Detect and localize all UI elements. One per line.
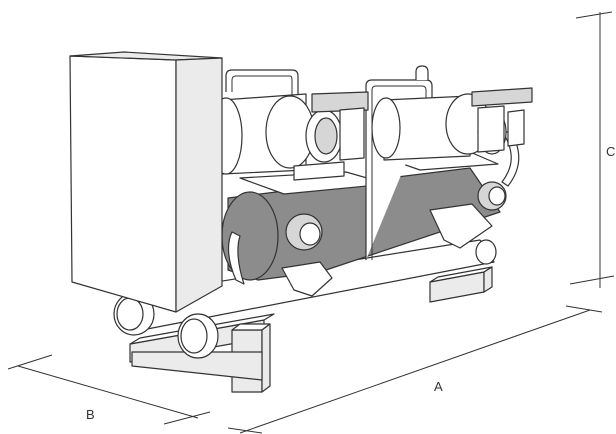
right-compressor [371,87,533,161]
central-shell [221,167,507,297]
dimension-a: A [227,305,603,434]
dimension-b-label: B [86,407,95,422]
dimension-a-line [239,309,591,434]
dimension-a-tick-right [565,305,603,313]
left-compressor [209,91,369,181]
dimension-c-tick-top [575,11,613,19]
control-cabinet [69,51,223,313]
dimension-c-label: C [606,144,615,159]
dimension-b-tick-right [163,411,211,425]
dimension-c-tick-bottom [569,275,615,285]
dimension-a-tick-left [227,427,263,434]
dimension-b: B [7,354,211,425]
dimension-b-line [17,365,199,419]
dimension-c: C [569,11,615,288]
dimension-a-label: A [434,379,443,394]
dimension-b-tick-left [7,354,53,370]
